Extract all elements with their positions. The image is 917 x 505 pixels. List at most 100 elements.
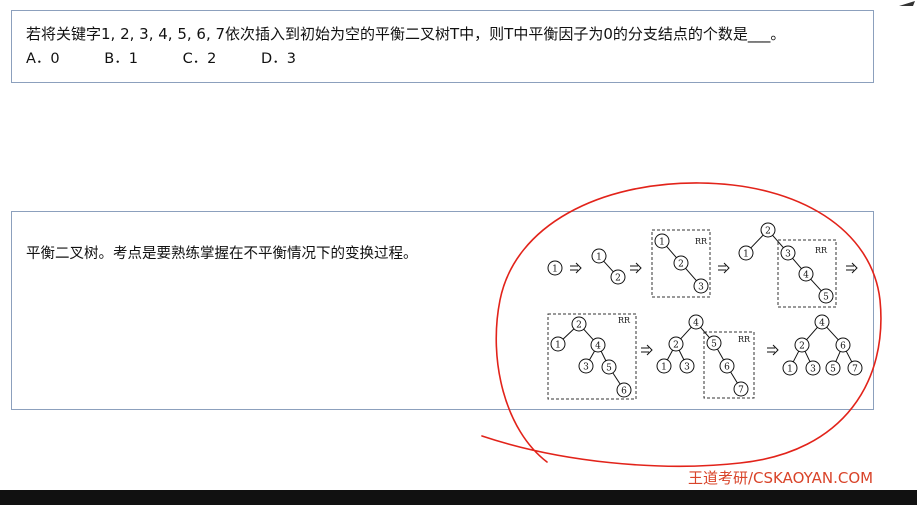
tree-node <box>591 248 607 264</box>
tree-node <box>654 233 670 249</box>
transform-arrow-icon <box>718 262 730 274</box>
rotation-box <box>777 239 837 308</box>
choice-b: B．1 <box>104 51 138 67</box>
tree-node <box>818 288 834 304</box>
tree-edge <box>666 349 674 361</box>
tree-edge <box>678 350 685 360</box>
tree-node-label: 2 <box>615 274 621 284</box>
tree-node-label: 5 <box>823 293 829 303</box>
tree-node-label: 2 <box>765 227 771 237</box>
tree-node <box>571 316 587 332</box>
tree-node <box>706 335 722 351</box>
tree-node-label: 3 <box>684 363 690 373</box>
tree-node <box>550 336 566 352</box>
watermark: 王道考研/CSKAOYAN.COM <box>688 469 874 487</box>
tree-node-label: 2 <box>799 342 805 352</box>
tree-node <box>590 337 606 353</box>
tree-node-label: 4 <box>595 342 601 352</box>
tree-edge <box>717 348 724 361</box>
tree-edge <box>612 372 621 385</box>
tree-node-label: 6 <box>621 387 627 397</box>
tree-node-label: 4 <box>803 271 809 281</box>
tree-node-label: 5 <box>606 364 612 374</box>
tree-edge <box>666 245 677 259</box>
tree-node <box>656 358 672 374</box>
tree-edge <box>772 234 784 249</box>
tree-node <box>616 382 632 398</box>
tree-node-label: 1 <box>661 363 667 373</box>
tree-node <box>693 278 709 294</box>
tree-node <box>733 381 749 397</box>
choice-c: C．2 <box>182 51 217 67</box>
question-box: 若将关键字1, 2, 3, 4, 5, 6, 7依次插入到初始为空的平衡二叉树T… <box>11 10 874 83</box>
tree-node-label: 5 <box>711 340 717 350</box>
tree-node <box>814 314 830 330</box>
tree-edge <box>583 328 594 341</box>
question-text: 若将关键字1, 2, 3, 4, 5, 6, 7依次插入到初始为空的平衡二叉树T… <box>26 25 786 43</box>
tree-edge <box>792 350 800 363</box>
tree-node-label: 5 <box>830 365 836 375</box>
tree-node-label: 1 <box>596 253 602 263</box>
tree-node-label: 7 <box>852 365 858 375</box>
tree-node <box>825 360 841 376</box>
tree-edge <box>845 350 853 363</box>
tree-node-label: 7 <box>738 386 744 396</box>
tree-edge <box>600 351 607 361</box>
transform-arrow-icon <box>641 344 653 356</box>
tree-node-label: 6 <box>840 342 846 352</box>
tree-node <box>738 245 754 261</box>
tree-node-label: 4 <box>819 319 825 329</box>
rr-label: RR <box>695 237 708 246</box>
footer-bar <box>0 490 917 505</box>
tree-node-label: 3 <box>583 363 589 373</box>
tree-node-label: 1 <box>555 341 561 351</box>
rr-label: RR <box>618 316 631 325</box>
tree-node-label: 1 <box>659 238 665 248</box>
tree-node-label: 1 <box>787 365 793 375</box>
tree-node-label: 1 <box>743 250 749 260</box>
tree-edge <box>685 267 697 282</box>
tree-edge <box>750 234 764 249</box>
tree-node-label: 1 <box>552 265 558 275</box>
tree-node-label: 2 <box>678 260 684 270</box>
answer-box: 平衡二叉树。考点是要熟练掌握在不平衡情况下的变换过程。 <box>11 211 874 410</box>
tree-node-label: 4 <box>693 319 699 329</box>
tree-node <box>782 360 798 376</box>
tree-node <box>668 336 684 352</box>
tree-node <box>805 360 821 376</box>
tree-node <box>780 245 796 261</box>
transform-arrow-icon <box>570 262 582 274</box>
tree-node <box>835 337 851 353</box>
arrow-fragment-icon <box>899 1 915 6</box>
tree-edge <box>562 328 575 340</box>
tree-edge <box>603 260 614 273</box>
tree-node <box>679 358 695 374</box>
tree-edge <box>589 350 595 361</box>
rotation-box <box>703 331 755 399</box>
choice-d: D．3 <box>261 51 296 67</box>
choices-row: A．0 B．1 C．2 D．3 <box>26 47 336 68</box>
tree-node <box>578 358 594 374</box>
tree-edge <box>804 351 811 362</box>
rr-label: RR <box>738 335 751 344</box>
tree-node <box>794 337 810 353</box>
transform-arrow-icon <box>767 344 779 356</box>
transform-arrow-icon <box>846 262 858 274</box>
tree-node-label: 3 <box>698 283 704 293</box>
rr-label: RR <box>815 246 828 255</box>
tree-node <box>688 314 704 330</box>
red-annotation-circle <box>481 182 882 468</box>
tree-node <box>601 359 617 375</box>
rotation-box <box>651 229 711 298</box>
tree-edge <box>680 326 692 340</box>
transform-arrow-icon <box>630 262 642 274</box>
tree-node <box>547 260 563 276</box>
tree-node <box>719 358 735 374</box>
tree-node <box>610 269 626 285</box>
tree-node-label: 2 <box>576 321 582 331</box>
rotation-box <box>547 313 637 400</box>
tree-node-label: 3 <box>810 365 816 375</box>
tree-edge <box>810 278 822 292</box>
tree-edge <box>835 351 841 362</box>
